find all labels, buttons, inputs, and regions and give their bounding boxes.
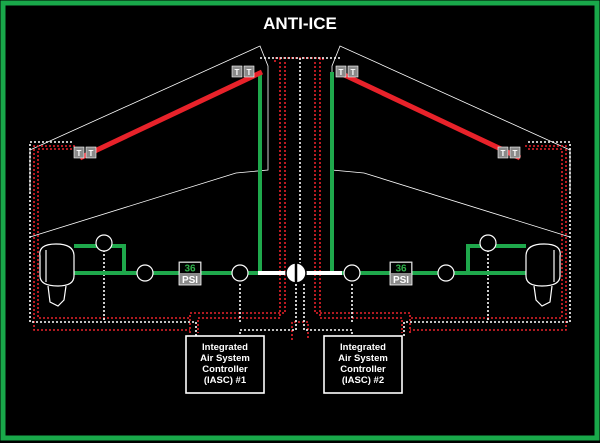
svg-text:T: T [501,149,506,158]
svg-text:T: T [513,149,518,158]
left-duct-upper [74,244,126,273]
iasc-2-line4: (IASC) #2 [342,375,384,386]
left-engine-bleed-valve[interactable] [95,234,113,252]
iasc-1-line1: Integrated [202,342,248,353]
temp-sensor-left-outboard: T T [73,146,97,159]
left-wing-valve-2[interactable] [231,264,249,282]
left-pressure-value: 36 [184,264,196,275]
white-signal-wiring [29,57,571,336]
right-pressure-readout: 36 PSI [389,261,413,286]
right-engine-icon [525,243,561,307]
left-wing-valve-1[interactable] [136,264,154,282]
right-heated-leading-edge [336,69,522,161]
iasc-1-line3: Controller [202,364,248,375]
svg-text:T: T [351,68,356,77]
svg-text:T: T [89,149,94,158]
iasc-1-line4: (IASC) #1 [204,375,247,386]
svg-text:T: T [77,149,82,158]
right-engine-bleed-valve[interactable] [479,234,497,252]
right-pressure-value: 36 [395,264,407,275]
svg-text:T: T [235,68,240,77]
temp-sensor-left-inboard: T T [231,65,255,78]
iasc-2-line3: Controller [340,364,386,375]
left-pressure-unit: PSI [182,275,198,286]
temp-sensor-right-inboard: T T [335,65,359,78]
svg-text:T: T [247,68,252,77]
right-pressure-unit: PSI [393,275,409,286]
left-pressure-readout: 36 PSI [178,261,202,286]
iasc-1-line2: Air System [200,353,250,364]
right-wing-valve-2[interactable] [437,264,455,282]
right-wing-valve-1[interactable] [343,264,361,282]
iasc-2-line1: Integrated [340,342,386,353]
right-duct-upper [466,244,526,273]
red-signal-wiring [33,57,567,340]
temp-sensor-right-outboard: T T [497,146,521,159]
iasc-1-box[interactable]: Integrated Air System Controller (IASC) … [185,335,265,394]
page-title: ANTI-ICE [263,14,337,33]
svg-text:T: T [339,68,344,77]
left-heated-leading-edge [78,69,264,161]
crossbleed-valve[interactable] [285,262,307,284]
iasc-2-box[interactable]: Integrated Air System Controller (IASC) … [323,335,403,394]
left-engine-icon [39,243,75,307]
bleed-air-ducts [74,72,526,275]
iasc-2-line2: Air System [338,353,388,364]
